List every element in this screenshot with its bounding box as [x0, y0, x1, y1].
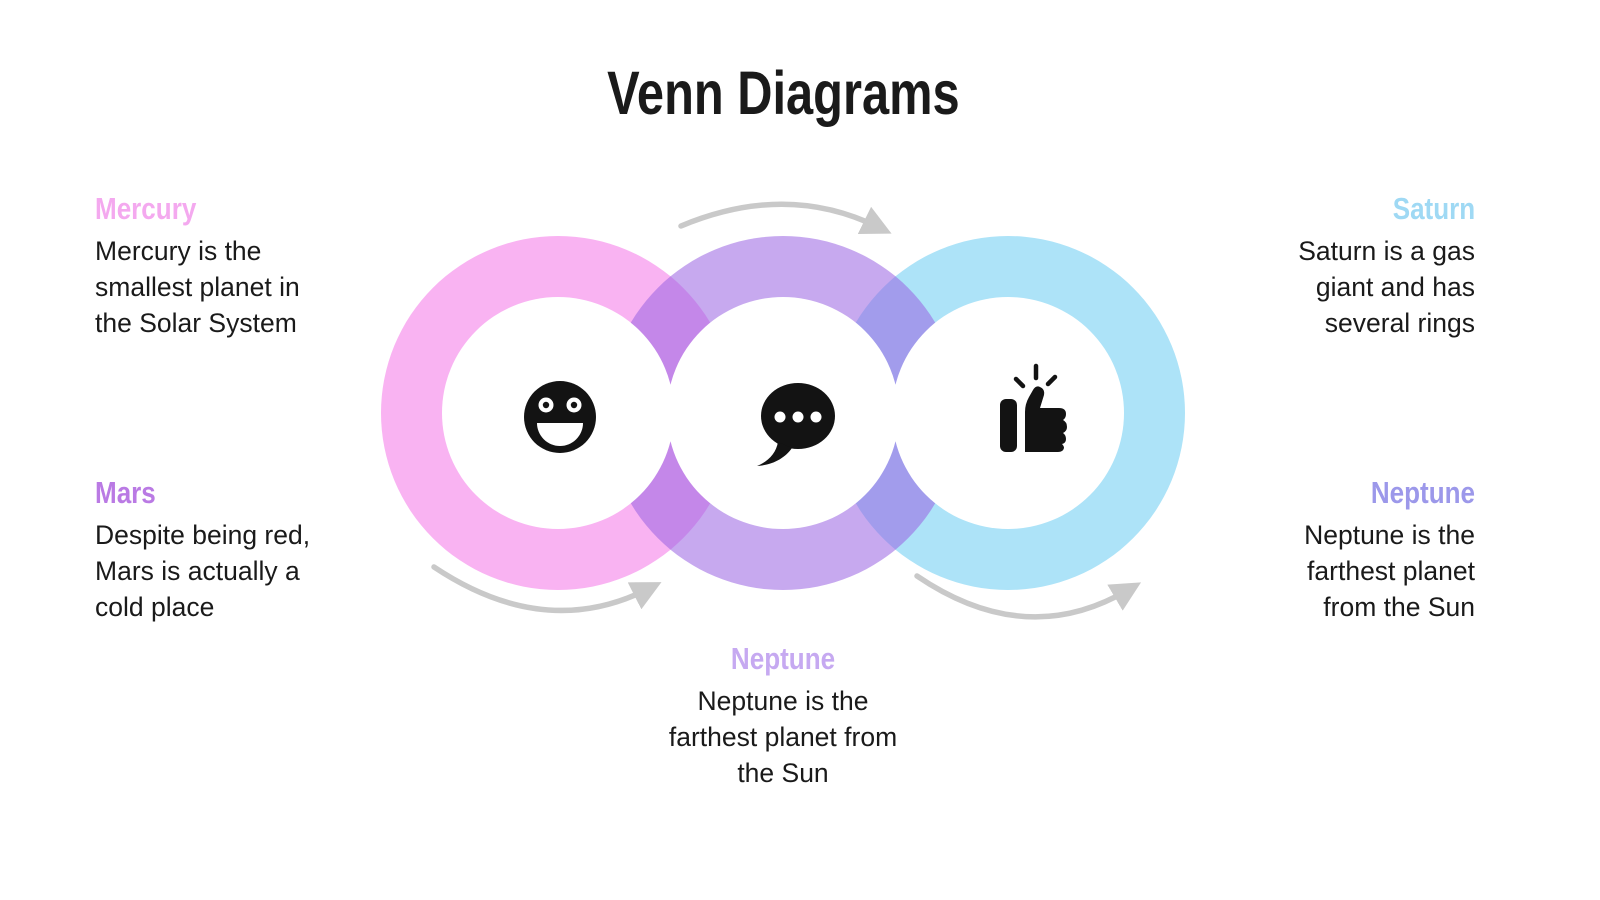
neptune-right-body: Neptune is the farthest planet from the …	[1304, 520, 1475, 622]
cycle-arrow-bottom-right-icon	[914, 573, 1142, 620]
page-title-wrap: Venn Diagrams	[0, 58, 1566, 128]
neptune-bottom-heading: Neptune	[730, 641, 836, 676]
neptune-right-label: Neptune Neptune is the farthest planet f…	[1175, 477, 1475, 625]
smiley-face-icon	[524, 381, 596, 453]
mars-heading: Mars	[95, 475, 156, 510]
mercury-body: Mercury is the smallest planet in the So…	[95, 236, 300, 338]
page-title: Venn Diagrams	[606, 59, 960, 127]
cycle-arrow-bottom-left-icon	[431, 564, 662, 614]
mercury-heading: Mercury	[95, 191, 197, 226]
saturn-heading: Saturn	[1392, 191, 1475, 226]
sparkle-ray-left	[1013, 376, 1026, 389]
cycle-arrow-top-icon	[678, 201, 892, 234]
neptune-bottom-body: Neptune is the farthest planet from the …	[668, 686, 898, 788]
saturn-label: Saturn Saturn is a gas giant and has sev…	[1175, 193, 1475, 341]
mars-label: Mars Despite being red, Mars is actually…	[95, 477, 395, 625]
neptune-bottom-label: Neptune Neptune is the farthest planet f…	[633, 643, 933, 791]
smiley-mouth	[537, 423, 583, 446]
chat-bubble-icon	[757, 383, 835, 466]
neptune-right-heading: Neptune	[1370, 475, 1475, 510]
thumbs-up-icon	[1000, 363, 1067, 452]
saturn-body: Saturn is a gas giant and has several ri…	[1298, 236, 1475, 338]
mars-body: Despite being red, Mars is actually a co…	[95, 520, 311, 622]
mercury-label: Mercury Mercury is the smallest planet i…	[95, 193, 395, 341]
sparkle-ray-right	[1045, 374, 1058, 387]
